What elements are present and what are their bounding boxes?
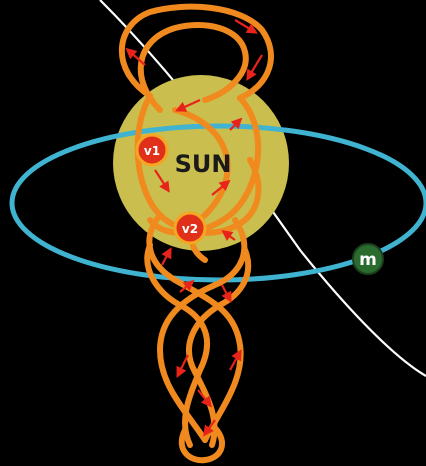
flow-arrow bbox=[162, 250, 170, 265]
sun-label: SUN bbox=[175, 150, 232, 178]
m-body: m bbox=[353, 244, 383, 274]
v2-label: v2 bbox=[182, 222, 198, 236]
v1-label: v1 bbox=[144, 144, 160, 158]
flow-arrow bbox=[178, 355, 188, 375]
m-label: m bbox=[359, 250, 377, 270]
v2-body: v2 bbox=[175, 213, 205, 243]
flow-arrow bbox=[248, 55, 262, 78]
v1-body: v1 bbox=[137, 135, 167, 165]
flow-arrow bbox=[222, 285, 230, 300]
